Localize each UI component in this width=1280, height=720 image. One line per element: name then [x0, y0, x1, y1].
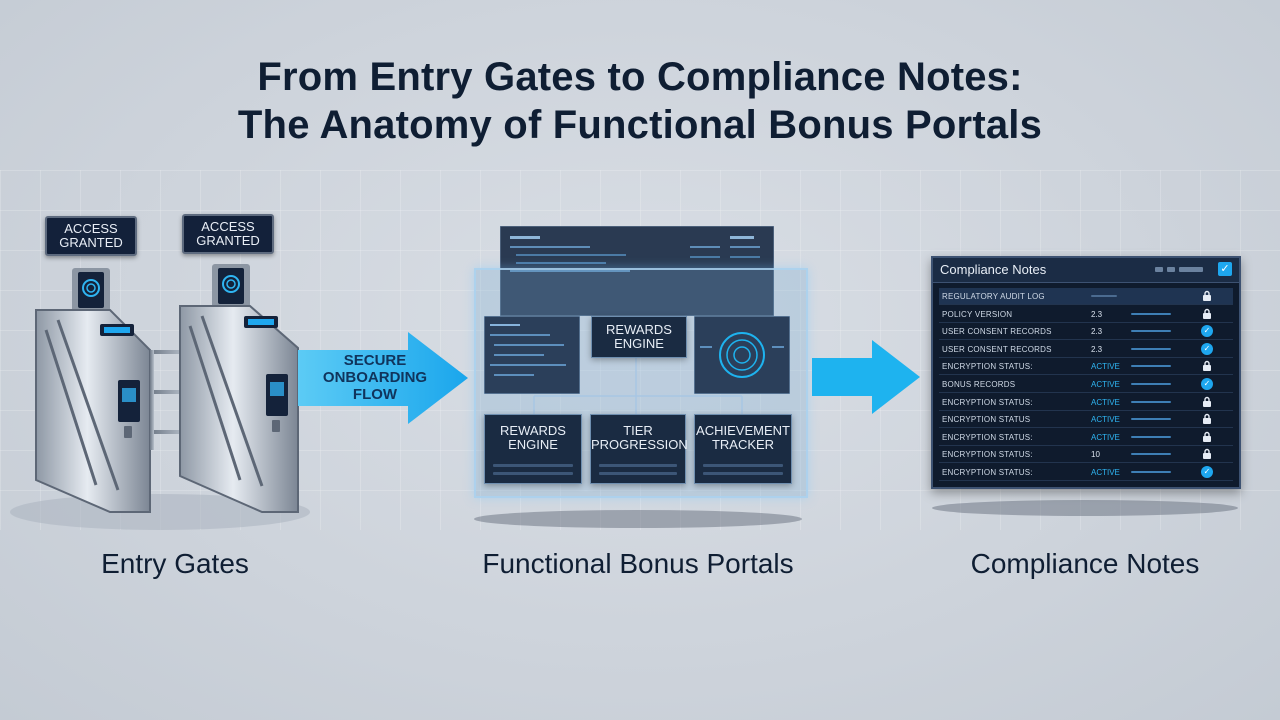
compliance-row: USER CONSENT RECORDS 2.3 ✓	[939, 323, 1233, 341]
lock-icon	[1201, 308, 1213, 320]
checkbox-icon[interactable]: ✓	[1218, 262, 1232, 276]
turnstile-gates-icon	[10, 264, 310, 530]
compliance-row-bar	[1131, 330, 1171, 333]
rewards-engine-top-tile: REWARDS ENGINE	[591, 316, 687, 358]
entry-gates-caption: Entry Gates	[101, 548, 249, 579]
compliance-row-bar	[1131, 435, 1171, 438]
lock-icon	[1201, 396, 1213, 408]
compliance-row-label: BONUS RECORDS	[942, 380, 1016, 389]
compliance-row-label: REGULATORY AUDIT LOG	[942, 292, 1045, 301]
compliance-row-label: ENCRYPTION STATUS:	[942, 468, 1033, 477]
rewards-engine-tile: REWARDS ENGINE	[484, 414, 582, 484]
compliance-row-value: ACTIVE	[1091, 397, 1120, 407]
compliance-row-bar	[1131, 365, 1171, 368]
compliance-row-label: USER CONSENT RECORDS	[942, 344, 1052, 354]
check-icon: ✓	[1201, 342, 1213, 355]
compliance-notes-caption: Compliance Notes	[970, 548, 1200, 579]
compliance-row-label: ENCRYPTION STATUS:	[942, 397, 1033, 407]
compliance-row: ENCRYPTION STATUS: ACTIVE ✓	[939, 464, 1233, 481]
compliance-row: ENCRYPTION STATUS ACTIVE	[939, 411, 1233, 429]
compliance-row-bar	[1131, 418, 1171, 421]
lock-icon	[1201, 360, 1213, 372]
compliance-row: POLICY VERSION 2.3	[939, 306, 1233, 323]
compliance-row-value: ACTIVE	[1091, 362, 1120, 372]
compliance-shadow	[932, 500, 1238, 516]
compliance-row: ENCRYPTION STATUS: ACTIVE	[939, 394, 1233, 411]
bonus-portals-caption: Functional Bonus Portals	[482, 548, 794, 579]
compliance-row-value: ACTIVE	[1091, 468, 1120, 477]
compliance-row-label: USER CONSENT RECORDS	[942, 327, 1052, 337]
compliance-row: BONUS RECORDS ACTIVE ✓	[939, 376, 1233, 393]
compliance-panel-header: Compliance Notes ✓	[933, 258, 1239, 283]
compliance-row-value: 2.3	[1091, 309, 1103, 319]
page-title-line-1: From Entry Gates to Compliance Notes:	[257, 55, 1023, 99]
compliance-row: REGULATORY AUDIT LOG	[939, 288, 1233, 305]
check-icon: ✓	[1201, 325, 1213, 338]
lock-icon	[1201, 413, 1213, 425]
compliance-row: ENCRYPTION STATUS: ACTIVE	[939, 358, 1233, 376]
achievement-tracker-tile: ACHIEVEMENT TRACKER	[694, 414, 792, 484]
lock-icon	[1201, 448, 1213, 460]
code-screen-icon	[500, 226, 774, 316]
secure-onboarding-label: SECURE ONBOARDING FLOW	[322, 352, 428, 403]
lock-icon	[1201, 290, 1213, 302]
page-title-line-2: The Anatomy of Functional Bonus Portals	[237, 103, 1043, 147]
compliance-row-indicator	[1091, 295, 1117, 297]
compliance-row-label: ENCRYPTION STATUS	[942, 415, 1031, 425]
fingerprint-card-icon	[694, 316, 790, 394]
compliance-row-bar	[1131, 347, 1171, 350]
secure-onboarding-arrow-icon	[298, 332, 468, 424]
access-granted-sign: ACCESS GRANTED	[45, 216, 137, 256]
compliance-row-value: 2.3	[1091, 344, 1103, 354]
compliance-row-label: ENCRYPTION STATUS:	[942, 450, 1033, 460]
check-icon: ✓	[1201, 466, 1213, 478]
compliance-row-label: POLICY VERSION	[942, 309, 1013, 319]
compliance-row-value: 2.3	[1091, 327, 1103, 337]
header-indicator	[1179, 267, 1203, 272]
compliance-row: USER CONSENT RECORDS 2.3 ✓	[939, 341, 1233, 358]
header-indicator	[1155, 267, 1163, 272]
compliance-row-bar	[1131, 383, 1171, 385]
access-granted-sign: ACCESS GRANTED	[182, 214, 274, 254]
compliance-row-label: ENCRYPTION STATUS:	[942, 362, 1033, 372]
compliance-row: ENCRYPTION STATUS: 10	[939, 446, 1233, 464]
check-icon: ✓	[1201, 378, 1213, 390]
compliance-row-value: ACTIVE	[1091, 432, 1120, 442]
compliance-row-label: ENCRYPTION STATUS:	[942, 432, 1033, 442]
compliance-row-value: 10	[1091, 450, 1100, 460]
tier-progression-tile: TIER PROGRESSION	[590, 414, 688, 484]
compliance-row-bar	[1131, 400, 1171, 403]
connector-lines	[533, 356, 743, 414]
lock-icon	[1201, 431, 1213, 443]
compliance-row-bar	[1131, 312, 1171, 315]
header-indicator	[1167, 267, 1175, 272]
compliance-row-value: ACTIVE	[1091, 380, 1120, 389]
compliance-row-value: ACTIVE	[1091, 415, 1120, 425]
compliance-row: ENCRYPTION STATUS: ACTIVE	[939, 429, 1233, 446]
flow-arrow-icon	[812, 340, 920, 414]
compliance-panel-title: Compliance Notes	[940, 262, 1047, 277]
compliance-notes-panel: Compliance Notes ✓ REGULATORY AUDIT LOG P…	[931, 256, 1241, 489]
compliance-row-bar	[1131, 471, 1171, 473]
portal-shadow	[474, 510, 802, 528]
code-card-icon	[484, 316, 580, 394]
compliance-row-bar	[1131, 453, 1171, 456]
